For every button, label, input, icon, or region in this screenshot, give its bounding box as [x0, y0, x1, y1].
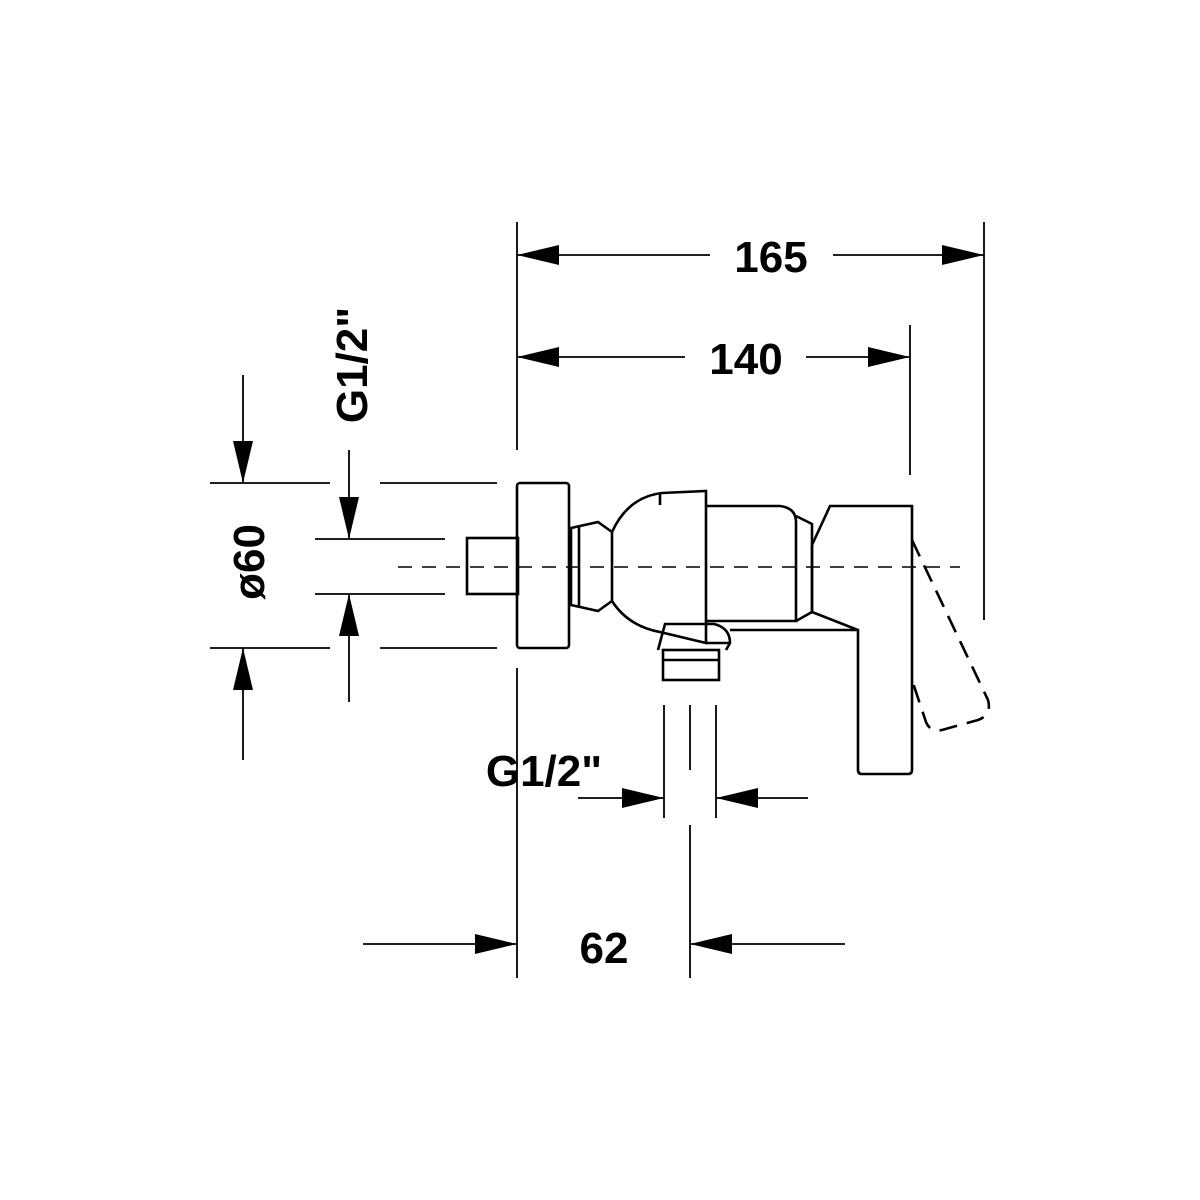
mixer-outline [465, 481, 991, 776]
cartridge-cap [795, 514, 814, 623]
label-outlet-offset: 62 [580, 924, 629, 973]
label-body-width: 140 [709, 335, 782, 384]
dimension-outlet-offset [363, 934, 845, 954]
lever-rotated-position [910, 539, 991, 732]
label-inlet-thread: G1/2" [328, 307, 377, 423]
dimension-overall-width [517, 245, 984, 265]
body-dome [610, 489, 708, 645]
wall-rosette [515, 481, 571, 650]
dimension-body-width [517, 347, 910, 367]
label-rosette-diameter: ø60 [225, 524, 274, 600]
cartridge-housing [706, 504, 798, 623]
lever-handle [810, 504, 914, 776]
label-overall-width: 165 [734, 233, 807, 282]
dimension-outlet-thread [578, 788, 808, 808]
inlet-stub [465, 536, 520, 596]
outlet-shoulder [656, 622, 732, 651]
label-outlet-thread: G1/2" [486, 747, 602, 796]
outlet-nipple [661, 648, 721, 682]
extension-lines [210, 222, 985, 978]
dimension-rosette-diameter [233, 375, 253, 760]
dimension-inlet-thread [339, 450, 359, 702]
